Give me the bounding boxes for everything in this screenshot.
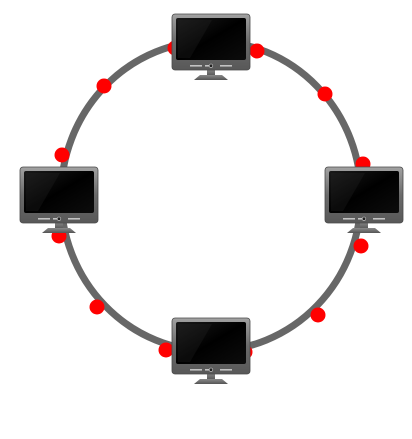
monitor-screen-shine (331, 173, 365, 211)
monitor-power-button (361, 216, 367, 221)
monitor-nodes (19, 13, 404, 384)
monitor-control-strip (373, 218, 385, 220)
monitor-stand-base (194, 75, 228, 80)
connection-dot (96, 78, 112, 94)
connection-dot (317, 86, 333, 102)
monitor-screen (176, 18, 246, 60)
monitor-stand-neck (360, 222, 368, 229)
connection-dot (249, 43, 265, 59)
monitor-stand-base (194, 379, 228, 384)
monitor-screen-shine (178, 20, 212, 58)
monitor-screen (176, 322, 246, 364)
monitor-icon (171, 317, 251, 384)
monitor-power-button (208, 63, 214, 68)
monitor-screen (24, 171, 94, 213)
monitor-control-strip (190, 369, 202, 371)
connection-dot (54, 147, 70, 163)
monitor-stand-neck (207, 69, 215, 76)
monitor-control-strip (68, 218, 80, 220)
monitor-stand-neck (207, 373, 215, 380)
monitor-control-strip (190, 65, 202, 67)
connection-dot (310, 307, 326, 323)
monitor-control-strip (220, 369, 232, 371)
monitor-control-strip (220, 65, 232, 67)
monitor-screen-shine (178, 324, 212, 362)
connection-dots (51, 40, 371, 360)
connection-dot (89, 299, 105, 315)
connection-dot (353, 238, 369, 254)
monitor-stand-base (347, 228, 381, 233)
monitor-power-button (208, 367, 214, 372)
monitor-control-strip (205, 369, 209, 371)
monitor-icon (171, 13, 251, 80)
monitor-control-strip (343, 218, 355, 220)
monitor-control-strip (38, 218, 50, 220)
monitor-control-strip (53, 218, 57, 220)
monitor-stand-neck (55, 222, 63, 229)
monitor-icon (19, 166, 99, 233)
monitor-control-strip (358, 218, 362, 220)
monitor-control-strip (205, 65, 209, 67)
connection-dot (158, 342, 174, 358)
monitor-screen (329, 171, 399, 213)
monitor-screen-shine (26, 173, 60, 211)
monitor-stand-base (42, 228, 76, 233)
monitor-power-button (56, 216, 62, 221)
monitor-icon (324, 166, 404, 233)
